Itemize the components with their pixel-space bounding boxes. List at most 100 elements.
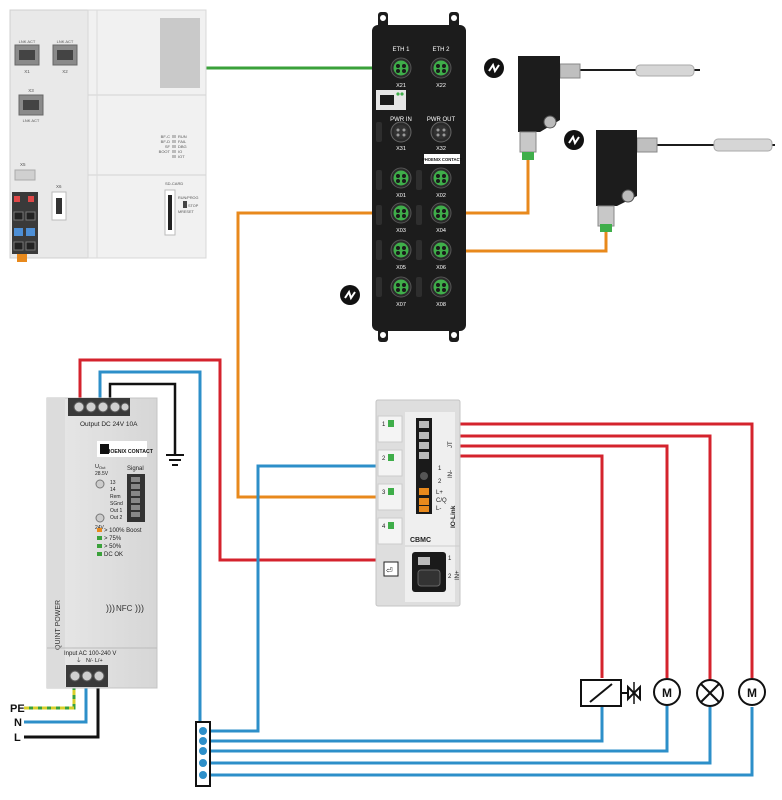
port-x3-bottom: LNK ACT: [23, 118, 40, 123]
mains-n-label: N: [14, 717, 22, 729]
psu-status-led-label: DC OK: [104, 552, 123, 558]
port-x07-label: X07: [396, 302, 406, 308]
port-x07[interactable]: [390, 276, 412, 298]
psu-status-led-label: > 75%: [104, 536, 122, 542]
channel-1[interactable]: 1: [377, 415, 403, 443]
psu-side-label: QUINT POWER: [55, 600, 62, 650]
port-x22[interactable]: [430, 57, 452, 79]
port-x2-top: LNK ACT: [57, 39, 74, 44]
psu-led-list: > 100% Boost> 75%> 50%DC OK: [97, 528, 142, 558]
power-supply: Output DC 24V 10A PHOENIX CONTACT UOut 2…: [46, 397, 158, 689]
ethernet-port-x1[interactable]: LNK ACT X1: [14, 39, 40, 74]
signal-adjust-potentiometer[interactable]: [95, 513, 105, 523]
iolink-sensor-1: [518, 56, 700, 160]
controller-power-terminal[interactable]: [12, 192, 38, 262]
port-x05[interactable]: [390, 239, 412, 261]
psu-output-label: Output DC 24V 10A: [80, 421, 138, 428]
voltage-adjust-potentiometer[interactable]: [95, 479, 105, 489]
psu-udc-label: UOut: [95, 464, 106, 470]
port-x32[interactable]: [430, 121, 452, 143]
svg-text:1: 1: [382, 422, 386, 428]
status-led-labels-right: RUN FAIL DBG IO IOT: [178, 134, 187, 159]
module-input-terminal[interactable]: [412, 552, 446, 592]
load-neg-wire-2: [205, 705, 669, 753]
nfc-icon: ))) NFC ))): [106, 603, 144, 613]
load-motor-2: M: [738, 678, 766, 706]
module-bottom-pin-1: 1: [448, 556, 452, 562]
module-iolink-terminal[interactable]: [416, 466, 432, 514]
load-neg-wire-1: [205, 705, 604, 743]
pin-label-1: 1: [438, 466, 442, 472]
led-strips: [376, 122, 422, 297]
run-stop-switch[interactable]: [183, 201, 187, 208]
psu-status-led: [97, 528, 102, 532]
port-x3-label: X3: [28, 88, 34, 93]
psu-output-terminal[interactable]: [68, 398, 130, 416]
svg-text:IO: IO: [178, 149, 182, 154]
svg-text:PHOENIX CONTACT: PHOENIX CONTACT: [103, 449, 154, 455]
load-motor-1: M: [653, 678, 681, 706]
svg-text:))): ))): [106, 603, 115, 613]
module-iolink-label: IO-Link: [450, 505, 457, 528]
port-x06-label: X06: [436, 265, 446, 271]
wires: [24, 66, 754, 777]
ground-symbol-icon: [166, 454, 184, 466]
port-x03[interactable]: [390, 202, 412, 224]
mains-pe-wire: [24, 682, 76, 710]
svg-text:13: 13: [110, 480, 116, 486]
port-x02[interactable]: [430, 167, 452, 189]
ethernet-port-x3[interactable]: X3 LNK ACT: [18, 88, 44, 123]
channel-4[interactable]: 4: [377, 517, 403, 545]
port-x03-label: X03: [396, 228, 406, 234]
port-x08-label: X08: [436, 302, 446, 308]
port-x21[interactable]: [390, 57, 412, 79]
sdcard-label: SD-CARD: [165, 181, 183, 186]
svg-text:DBG: DBG: [178, 144, 187, 149]
svg-text:L+: L+: [436, 490, 443, 496]
svg-text:SF: SF: [165, 144, 171, 149]
svg-text:4: 4: [382, 524, 386, 530]
svg-text:C/Q: C/Q: [436, 498, 447, 504]
psu-signal-pins: 13 14 Rem SGnd Out 1 Out 2: [110, 480, 123, 521]
load-neg-wire-4: [205, 707, 754, 777]
mains-l-label: L: [14, 732, 21, 744]
svg-text:SGnd: SGnd: [110, 501, 123, 507]
eth2-label: ETH 2: [432, 47, 450, 53]
distribution-terminal-block: [195, 721, 211, 787]
module-output-terminals[interactable]: [416, 418, 432, 466]
port-x31[interactable]: [390, 121, 412, 143]
svg-text:Rem: Rem: [110, 494, 121, 500]
load-neg-wire-3: [205, 707, 712, 765]
switch-label-run: RUN/PROG: [178, 196, 199, 200]
psu-input-terminals: N/- L/+: [86, 658, 103, 664]
load-pos-wire-1: [426, 454, 604, 678]
port-x21-label: X21: [396, 83, 406, 89]
ethernet-port-x2[interactable]: LNK ACT X2: [52, 39, 78, 74]
module-input-glyph: ⏎: [386, 566, 393, 575]
port-x01[interactable]: [390, 167, 412, 189]
psu-input-terminal[interactable]: [66, 665, 108, 687]
module-iolink-pins: L+ C/Q L-: [436, 490, 447, 512]
psu-ground-wire: [108, 382, 177, 455]
pin-label-2: 2: [438, 479, 442, 485]
psu-input-label: Input AC 100-240 V: [64, 651, 116, 657]
port-x04[interactable]: [430, 202, 452, 224]
psu-status-led: [97, 544, 102, 548]
psu-negative-wire: [98, 370, 202, 722]
iolink-master: ETH 1 ETH 2 X21 X22 PWR IN PWR OUT X31 X…: [372, 12, 466, 342]
mains-l-wire: [24, 682, 100, 739]
channel-3[interactable]: 3: [377, 483, 403, 511]
psu-signal-label: Signal: [127, 466, 144, 472]
port-x08[interactable]: [430, 276, 452, 298]
svg-text:BF-C: BF-C: [161, 134, 170, 139]
iolink-symbol-icon: [563, 129, 585, 151]
channel-2[interactable]: 2: [377, 449, 403, 477]
load-lamp: [696, 679, 724, 707]
port-x04-label: X04: [436, 228, 446, 234]
pwr-in-label: PWR IN: [390, 117, 412, 123]
psu-signal-terminal[interactable]: [127, 474, 145, 522]
iolink-symbol-icon: [339, 284, 361, 306]
load-valve: [580, 679, 641, 707]
port-x06[interactable]: [430, 239, 452, 261]
